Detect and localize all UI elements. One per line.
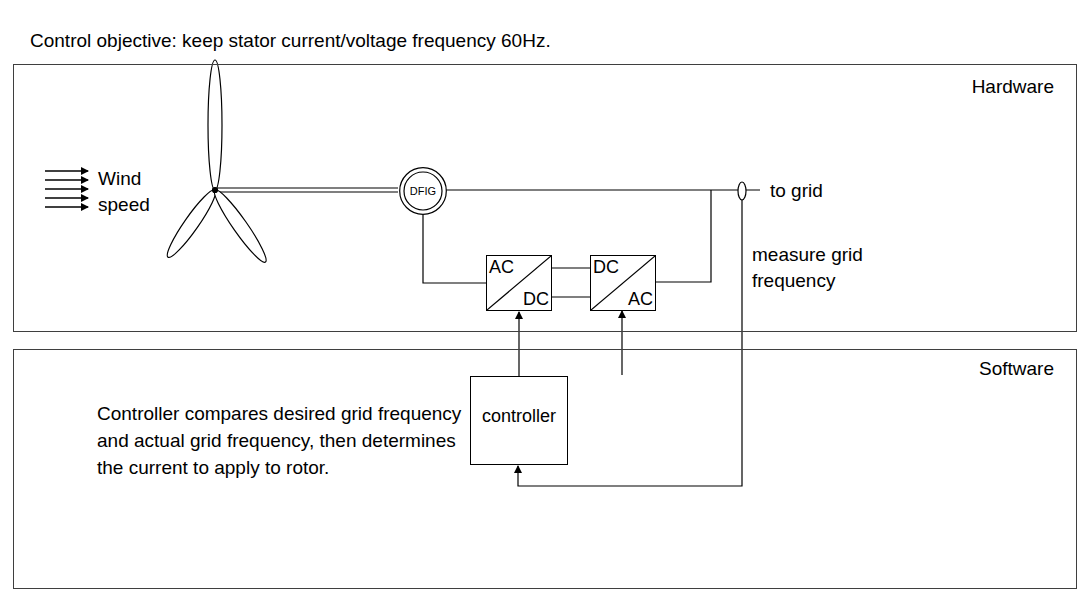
shaft — [215, 191, 398, 192]
wind-arrow — [45, 206, 88, 207]
sensor-symbol — [738, 182, 746, 200]
wind-arrow — [45, 188, 88, 189]
turbine — [162, 60, 398, 266]
node-text: DC — [593, 257, 619, 277]
outer-ring — [400, 168, 447, 215]
node-text: Hardware — [972, 76, 1054, 98]
inner-ring — [404, 172, 442, 210]
title: Control objective: keep stator current/v… — [30, 28, 551, 54]
converter-box: AC DC — [486, 255, 552, 311]
connector — [423, 215, 486, 283]
blade — [209, 186, 271, 266]
text-label: to grid — [770, 178, 860, 204]
node-text: DC — [523, 289, 549, 309]
blade — [162, 186, 221, 261]
hub — [213, 188, 218, 193]
diagonal-line — [591, 256, 655, 310]
shaft — [215, 187, 398, 188]
region-band: HardwareDFIG AC DC DC AC — [13, 64, 1077, 332]
stator-line — [446, 189, 760, 190]
generator-circle: DFIG — [399, 167, 447, 215]
node-text: AC — [628, 289, 653, 309]
wind-arrow — [45, 170, 88, 171]
connector — [552, 268, 590, 297]
node-text: AC — [489, 257, 514, 277]
node-text: Software — [979, 358, 1054, 380]
text-label: Wind speed — [98, 166, 168, 218]
node-text: controller — [471, 405, 567, 427]
node-text: DFIG — [410, 185, 436, 197]
converter-box: DC AC — [590, 255, 656, 311]
process-box: controller — [470, 376, 568, 465]
wind-arrow — [45, 197, 88, 198]
wind-arrow — [45, 179, 88, 180]
text-label: Controller compares desired grid frequen… — [97, 400, 465, 481]
text-label: measure grid frequency — [752, 242, 892, 294]
connector — [518, 312, 519, 376]
wind-arrows — [45, 171, 88, 207]
signal-wire — [621, 311, 622, 375]
blade — [208, 60, 222, 190]
grid-wire — [649, 190, 711, 282]
diagonal-line — [487, 256, 551, 310]
